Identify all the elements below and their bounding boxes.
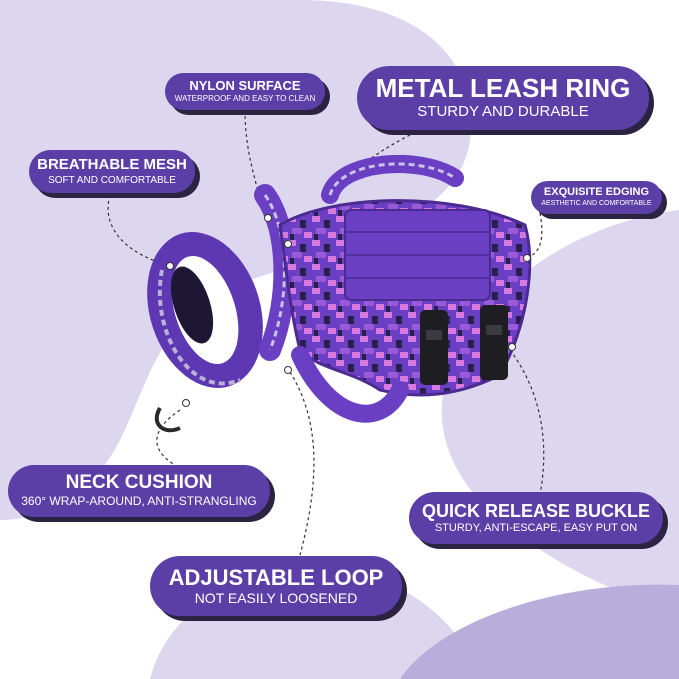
callout-subtitle: SOFT AND COMFORTABLE <box>48 174 176 186</box>
callout-title: BREATHABLE MESH <box>37 156 187 174</box>
callout-breathable-mesh: BREATHABLE MESH SOFT AND COMFORTABLE <box>29 150 195 193</box>
callout-adjustable-loop: ADJUSTABLE LOOP NOT EASILY LOOSENED <box>150 556 402 616</box>
callout-subtitle: WATERPROOF AND EASY TO CLEAN <box>174 93 316 103</box>
callout-title: NYLON SURFACE <box>189 78 301 94</box>
harness-drawing <box>147 155 532 433</box>
callout-exquisite-edging: EXQUISITE EDGING AESTHETIC AND COMFORTAB… <box>531 181 662 214</box>
callout-neck-cushion: NECK CUSHION 360° WRAP-AROUND, ANTI-STRA… <box>8 465 270 517</box>
background-blob-corner <box>400 584 679 679</box>
callout-subtitle: STURDY AND DURABLE <box>417 103 589 121</box>
callout-title: EXQUISITE EDGING <box>543 185 650 198</box>
callout-title: ADJUSTABLE LOOP <box>168 564 384 590</box>
callout-metal-leash-ring: METAL LEASH RING STURDY AND DURABLE <box>357 66 649 130</box>
callout-subtitle: 360° WRAP-AROUND, ANTI-STRANGLING <box>21 494 257 509</box>
callout-nylon-surface: NYLON SURFACE WATERPROOF AND EASY TO CLE… <box>165 73 325 110</box>
callout-quick-release-buckle: QUICK RELEASE BUCKLE STURDY, ANTI-ESCAPE… <box>409 492 663 544</box>
callout-title: METAL LEASH RING <box>375 73 631 104</box>
callout-title: NECK CUSHION <box>65 472 213 494</box>
callout-subtitle: STURDY, ANTI-ESCAPE, EASY PUT ON <box>434 522 638 535</box>
callout-subtitle: NOT EASILY LOOSENED <box>194 589 358 606</box>
callout-subtitle: AESTHETIC AND COMFORTABLE <box>541 200 652 208</box>
callout-title: QUICK RELEASE BUCKLE <box>421 500 650 521</box>
